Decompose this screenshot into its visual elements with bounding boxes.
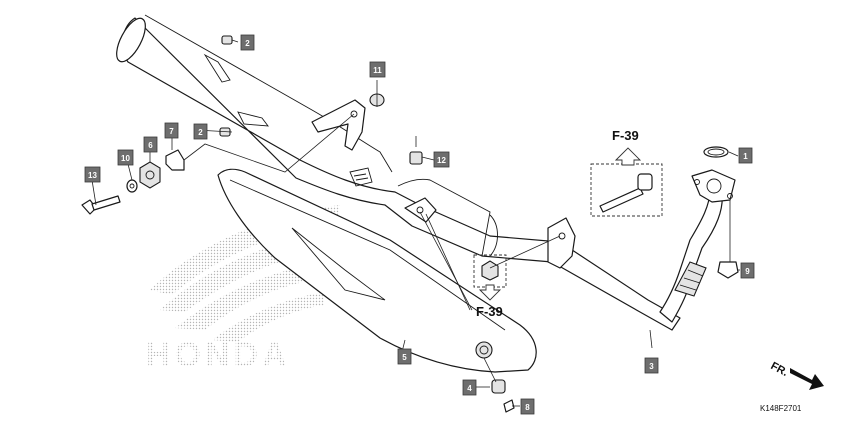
collar-part-7 <box>165 149 185 171</box>
exhaust-pipe <box>659 169 736 323</box>
collar-part-4 <box>491 379 506 394</box>
nut-f39-lower <box>481 260 499 281</box>
callout-10: 10 <box>117 149 134 166</box>
muffler-bracket <box>311 99 366 151</box>
bolt-part-8 <box>503 399 515 413</box>
callout-5: 5 <box>397 348 412 365</box>
svg-text:2: 2 <box>245 39 250 48</box>
pipe-bracket <box>547 217 576 269</box>
diagram-code: K148F2701 <box>760 404 802 413</box>
callout-7: 7 <box>164 122 179 139</box>
svg-text:13: 13 <box>88 171 97 180</box>
clip-part-9 <box>717 261 739 279</box>
washer-part-10 <box>126 179 138 193</box>
svg-text:12: 12 <box>437 156 446 165</box>
callout-2-lower: 2 <box>193 123 208 140</box>
nut-part-6 <box>139 161 161 189</box>
callout-4: 4 <box>462 379 477 396</box>
svg-text:1: 1 <box>743 152 748 161</box>
svg-text:6: 6 <box>148 141 153 150</box>
svg-text:9: 9 <box>745 267 750 276</box>
f39-ref-upper: F-39 <box>590 128 663 217</box>
svg-text:7: 7 <box>169 127 174 136</box>
front-direction-indicator: FR. <box>769 360 824 390</box>
svg-text:5: 5 <box>402 353 407 362</box>
callout-6: 6 <box>143 136 158 153</box>
svg-text:8: 8 <box>525 403 530 412</box>
muffler-body <box>116 14 681 331</box>
bolt-part-13 <box>81 195 121 215</box>
svg-text:10: 10 <box>121 154 130 163</box>
f39-label-upper: F-39 <box>612 128 639 143</box>
honda-wordmark: HONDA <box>146 336 291 374</box>
f39-ref-lower: F-39 <box>473 254 507 319</box>
svg-text:11: 11 <box>373 66 382 75</box>
callout-9: 9 <box>740 262 755 279</box>
callout-11: 11 <box>369 61 386 78</box>
front-direction-arrow-icon <box>790 368 824 390</box>
f39-label-lower: F-39 <box>476 304 503 319</box>
svg-text:3: 3 <box>649 362 654 371</box>
callout-12: 12 <box>433 151 450 168</box>
bolt-f39-upper <box>599 173 653 213</box>
leader-lines <box>91 39 740 407</box>
front-direction-label: FR. <box>769 360 790 379</box>
callout-13: 13 <box>84 166 101 183</box>
svg-text:4: 4 <box>467 384 472 393</box>
svg-text:2: 2 <box>198 128 203 137</box>
callout-8: 8 <box>520 398 535 415</box>
gasket-part-1 <box>703 146 729 158</box>
rubber-part-2-upper <box>221 35 233 45</box>
callout-3: 3 <box>644 357 659 374</box>
nut-part-12 <box>409 151 423 165</box>
callout-1: 1 <box>738 147 753 164</box>
callout-2-upper: 2 <box>240 34 255 51</box>
